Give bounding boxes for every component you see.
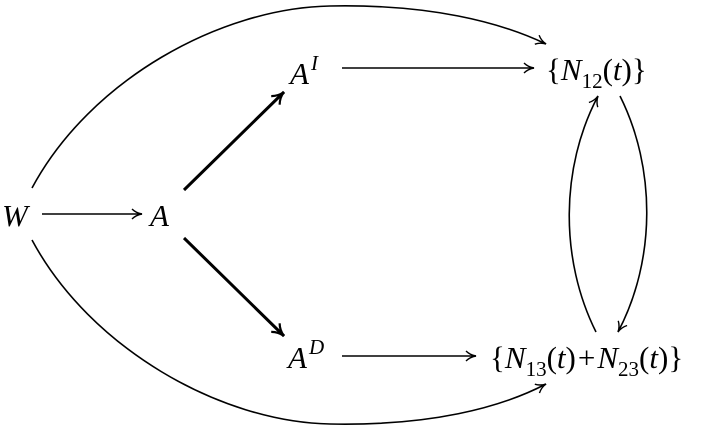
n12-arg-close: ) xyxy=(621,52,632,87)
edge-nsum-to-n12-curve xyxy=(568,95,599,333)
nsum-arg1-close: ) xyxy=(565,340,576,375)
node-ad-base: A xyxy=(288,340,307,375)
nsum-open-brace: { xyxy=(490,340,505,375)
n12-symbol: N xyxy=(560,52,582,87)
edge-w-to-nsum-curve xyxy=(31,239,547,425)
nsum-arg2-close: ) xyxy=(657,340,669,375)
n12-subscript: 12 xyxy=(581,69,603,93)
n12-open-brace: { xyxy=(546,52,561,87)
edge-n12-to-nsum-curve xyxy=(617,95,648,333)
node-ai: AI xyxy=(290,53,318,91)
nsum-subscript-2: 23 xyxy=(618,357,640,381)
node-ad: AD xyxy=(288,337,324,375)
edge-a-to-ai xyxy=(182,90,286,192)
node-n12: {N12(t)} xyxy=(546,52,647,92)
edge-w-to-n12-curve xyxy=(31,5,547,189)
node-ad-sup: D xyxy=(308,335,325,359)
n12-arg: t xyxy=(612,52,622,87)
node-a: A xyxy=(150,200,169,231)
node-nsum: {N13(t)+N23(t)} xyxy=(490,340,684,380)
nsum-symbol-2: N xyxy=(597,340,619,375)
n12-arg-open: ( xyxy=(602,52,613,87)
nsum-close-brace: } xyxy=(668,340,684,375)
nsum-arg2-open: ( xyxy=(639,340,650,375)
node-a-label: A xyxy=(150,198,169,233)
node-ai-sup: I xyxy=(310,51,318,75)
nsum-arg-1: t xyxy=(556,340,566,375)
nsum-plus: + xyxy=(577,340,596,375)
nsum-arg-2: t xyxy=(649,340,658,375)
node-ai-base: A xyxy=(290,56,309,91)
nsum-subscript-1: 13 xyxy=(525,357,547,381)
nsum-arg1-open: ( xyxy=(546,340,557,375)
edge-a-to-ad xyxy=(182,236,286,338)
node-w-label: W xyxy=(2,198,28,233)
n12-close-brace: } xyxy=(631,52,647,87)
node-w: W xyxy=(2,200,28,231)
nsum-symbol-1: N xyxy=(504,340,526,375)
